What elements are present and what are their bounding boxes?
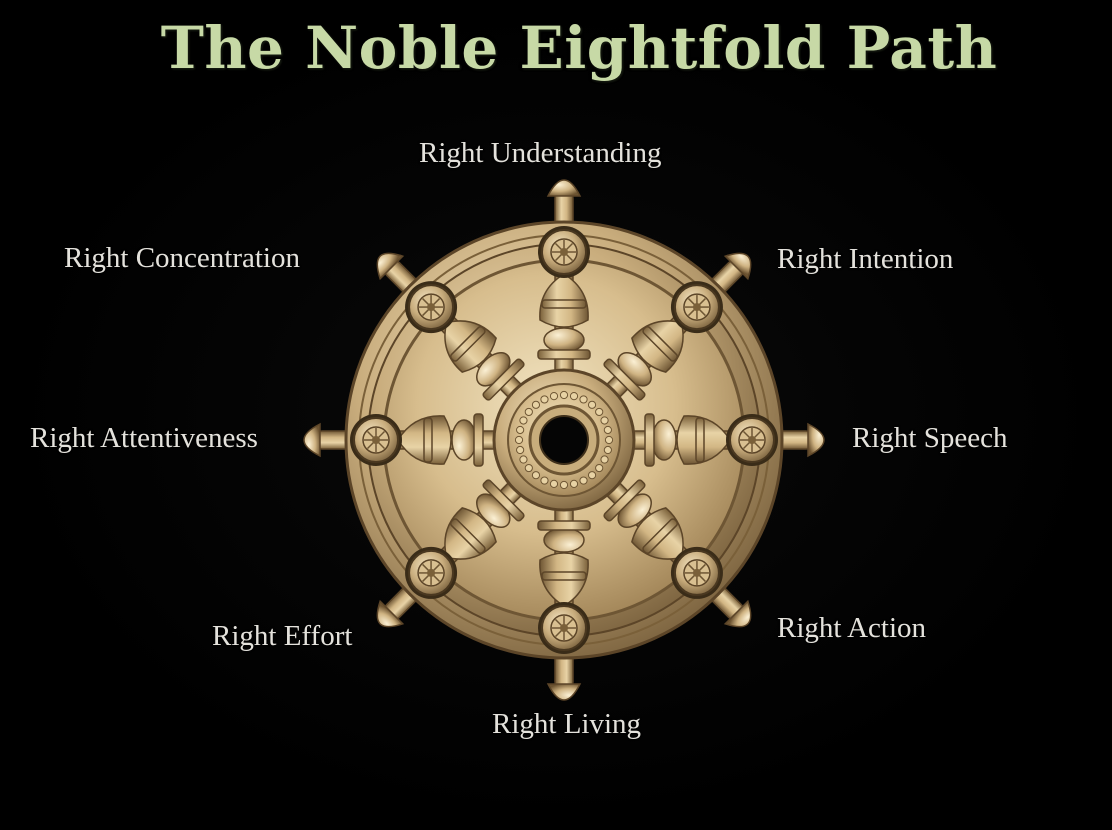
spoke	[434, 310, 525, 401]
label-right-understanding: Right Understanding	[419, 137, 662, 169]
rim-rosette	[405, 546, 458, 599]
rim-rosette	[350, 414, 402, 466]
hub-ornament	[514, 390, 614, 490]
rim-rosette	[405, 281, 458, 334]
hub-hole	[539, 415, 589, 465]
rim-rosette	[538, 602, 590, 654]
dharma-wheel	[303, 179, 825, 701]
rim-rosette	[670, 281, 723, 334]
spoke	[603, 310, 694, 401]
label-right-speech: Right Speech	[852, 422, 1008, 454]
spoke	[537, 263, 591, 375]
spoke	[537, 505, 591, 617]
label-right-effort: Right Effort	[212, 620, 353, 652]
label-right-action: Right Action	[777, 612, 927, 644]
label-right-living: Right Living	[492, 708, 642, 740]
rim-medallions	[350, 226, 778, 654]
rim-rosette	[538, 226, 590, 278]
label-right-intention: Right Intention	[777, 243, 954, 275]
label-right-concentration: Right Concentration	[64, 242, 300, 274]
spoke	[387, 413, 499, 467]
rim-rosette	[726, 414, 778, 466]
spoke	[603, 479, 694, 570]
rim-rosette	[670, 546, 723, 599]
spoke	[629, 413, 741, 467]
label-right-attentiveness: Right Attentiveness	[30, 422, 258, 454]
page-title: The Noble Eightfold Path	[160, 14, 998, 82]
